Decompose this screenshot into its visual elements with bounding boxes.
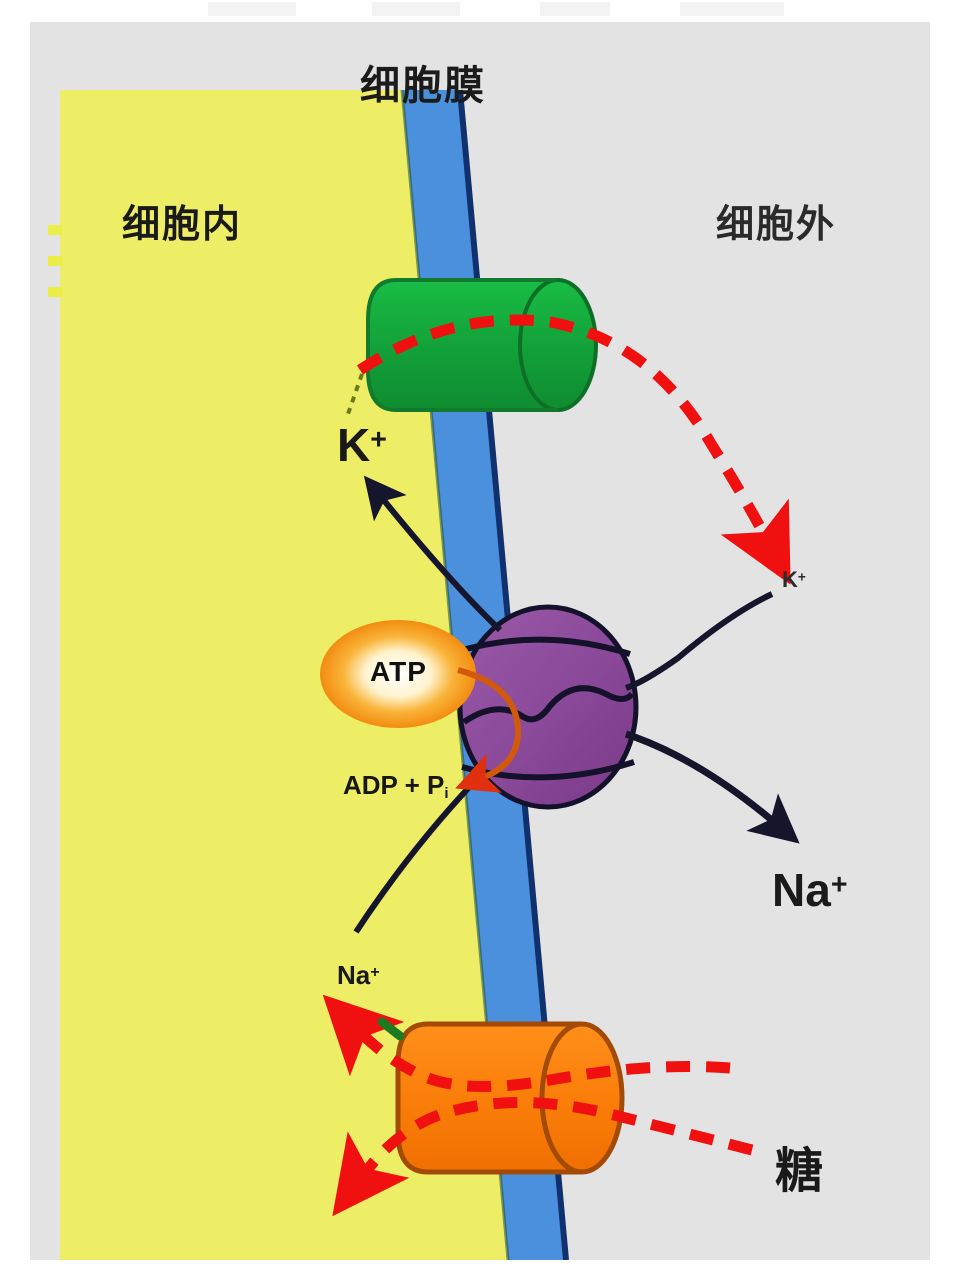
atp-label: ATP bbox=[370, 656, 427, 687]
sodium-inside-symbol: Na bbox=[337, 960, 371, 990]
ghost-text-fragment-2 bbox=[372, 2, 460, 16]
sodium-inside-label: Na+ bbox=[337, 962, 380, 988]
atp-glow-oval bbox=[320, 620, 476, 728]
potassium-outside-symbol: K bbox=[782, 567, 798, 592]
arrow-sugar-influx bbox=[332, 1096, 754, 1217]
diagram-canvas: 细胞膜 细胞内 细胞外 K+ K+ Na+ Na+ ATP ADP + Pi 糖 bbox=[30, 22, 930, 1260]
sodium-inside-charge: + bbox=[370, 963, 380, 982]
ghost-text-fragment-1 bbox=[208, 2, 296, 16]
top-white-strip bbox=[0, 0, 960, 22]
atp-hydrolysis-graphic bbox=[320, 620, 522, 793]
potassium-inside-charge: + bbox=[370, 424, 387, 457]
sodium-outside-symbol: Na bbox=[772, 864, 831, 916]
diagram-svg bbox=[60, 89, 800, 1260]
sodium-outside-label: Na+ bbox=[772, 867, 847, 913]
potassium-outside-label: K+ bbox=[782, 569, 806, 591]
ghost-text-fragment-3 bbox=[540, 2, 610, 16]
potassium-inside-symbol: K bbox=[337, 419, 371, 471]
adp-subscript: i bbox=[444, 785, 449, 802]
potassium-inside-label: K+ bbox=[337, 422, 387, 468]
edge-tick-mark bbox=[48, 287, 62, 297]
arrow-pump-to-potassium-inside bbox=[363, 475, 503, 633]
intracellular-label: 细胞内 bbox=[122, 202, 243, 246]
membrane-label: 细胞膜 bbox=[360, 63, 486, 109]
arrow-sodium-influx bbox=[322, 994, 731, 1092]
arrow-pump-to-sodium-outside bbox=[624, 730, 800, 844]
cotransporter-mouth-marker bbox=[377, 1017, 405, 1041]
potassium-channel-structure bbox=[366, 278, 598, 412]
arrow-sodium-inside-to-pump bbox=[353, 779, 477, 934]
potassium-efflux-diffusion-arrow bbox=[356, 314, 791, 585]
adp-label: ADP + Pi bbox=[343, 772, 449, 801]
sodium-outside-charge: + bbox=[830, 869, 848, 902]
edge-tick-mark bbox=[48, 256, 62, 266]
atp-to-adp-arrow bbox=[455, 667, 522, 793]
arrow-potassium-outside-to-pump bbox=[624, 591, 774, 691]
active-transport-arrows bbox=[353, 475, 800, 934]
extracellular-label: 细胞外 bbox=[716, 202, 837, 246]
ghost-text-fragment-4 bbox=[680, 2, 784, 16]
sugar-cotransporter-structure bbox=[395, 1021, 625, 1175]
potassium-outside-charge: + bbox=[797, 569, 806, 585]
sugar-sodium-cotransport-arrows bbox=[322, 994, 754, 1217]
sugar-label: 糖 bbox=[775, 1143, 826, 1199]
edge-tick-mark bbox=[48, 225, 62, 235]
adp-text: ADP + P bbox=[343, 770, 445, 800]
